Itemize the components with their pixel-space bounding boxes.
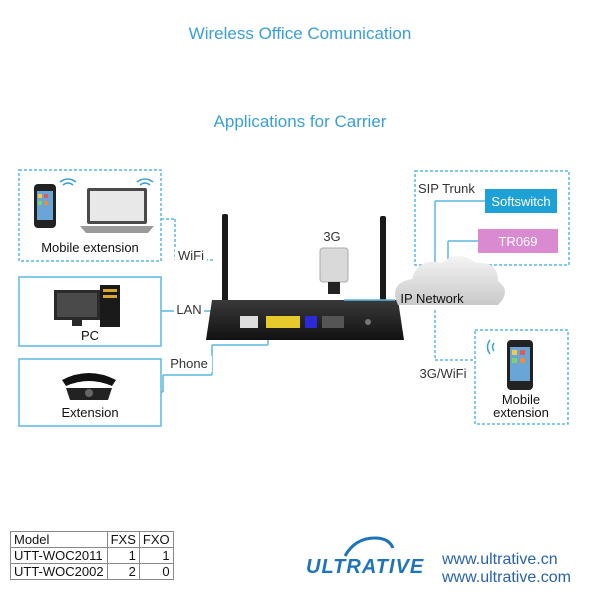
wifi-label: WiFi xyxy=(178,248,204,263)
laptop-icon xyxy=(80,188,154,233)
table-header-model: Model xyxy=(10,531,108,548)
smartphone-icon xyxy=(34,184,56,228)
ip-network-cloud: IP Network xyxy=(395,256,505,306)
models-table: Model FXS FXO UTT-WOC2011 1 1 UTT-WOC200… xyxy=(10,531,174,580)
threeg-label: 3G xyxy=(323,229,340,244)
sip-trunk-label: SIP Trunk xyxy=(418,181,475,196)
mobile-extension-label: Mobile extension xyxy=(41,240,139,255)
table-row: UTT-WOC2011 1 1 xyxy=(10,547,174,564)
pc-box: PC xyxy=(18,276,162,347)
table-cell-fxo: 0 xyxy=(138,563,174,580)
ultrative-logo-swoosh xyxy=(343,536,395,557)
table-header-row: Model FXS FXO xyxy=(10,531,174,548)
table-cell-model: UTT-WOC2002 xyxy=(10,563,108,580)
table-cell-model: UTT-WOC2011 xyxy=(10,547,108,564)
table-cell-fxs: 2 xyxy=(106,563,140,580)
wifi-signal-icon xyxy=(136,178,154,186)
desk-phone-icon xyxy=(62,373,116,400)
right-connectors xyxy=(344,200,485,361)
mobile-ext-right-line1: Mobile xyxy=(502,392,540,407)
table-header-fxo: FXO xyxy=(138,531,174,548)
pc-label: PC xyxy=(81,328,99,343)
extension-label: Extension xyxy=(61,405,118,420)
subtitle: Applications for Carrier xyxy=(213,112,387,131)
smartphone-icon xyxy=(507,340,533,390)
wifi-signal-icon xyxy=(486,339,495,355)
lan-label: LAN xyxy=(176,302,201,317)
ip-network-label: IP Network xyxy=(400,291,464,306)
website-link-cn[interactable]: www.ultrative.cn xyxy=(442,551,558,568)
usb-3g-dongle-icon xyxy=(319,247,349,294)
softswitch-label: Softswitch xyxy=(491,194,550,209)
phone-label: Phone xyxy=(170,356,208,371)
extension-box: Extension xyxy=(18,358,162,427)
brand-logo: ULTRATIVE xyxy=(306,556,425,578)
website-link-com[interactable]: www.ultrative.com xyxy=(442,569,571,586)
desktop-tower-icon xyxy=(100,285,120,327)
tr069-label: TR069 xyxy=(498,234,537,249)
mobile-extension-box: Mobile extension xyxy=(18,169,162,262)
carrier-box: SIP Trunk Softswitch TR069 xyxy=(414,170,570,266)
table-cell-fxo: 1 xyxy=(138,547,174,564)
mobile-ext-right-line2: extension xyxy=(493,405,549,420)
threeg-wifi-label: 3G/WiFi xyxy=(420,366,467,381)
router-icon xyxy=(206,214,404,340)
mobile-extension-right-box: Mobile extension xyxy=(474,329,569,425)
monitor-icon xyxy=(54,290,100,326)
table-row: UTT-WOC2002 2 0 xyxy=(10,563,174,580)
table-cell-fxs: 1 xyxy=(106,547,140,564)
wifi-signal-icon xyxy=(59,178,77,186)
main-title: Wireless Office Comunication xyxy=(188,24,412,43)
table-header-fxs: FXS xyxy=(106,531,140,548)
